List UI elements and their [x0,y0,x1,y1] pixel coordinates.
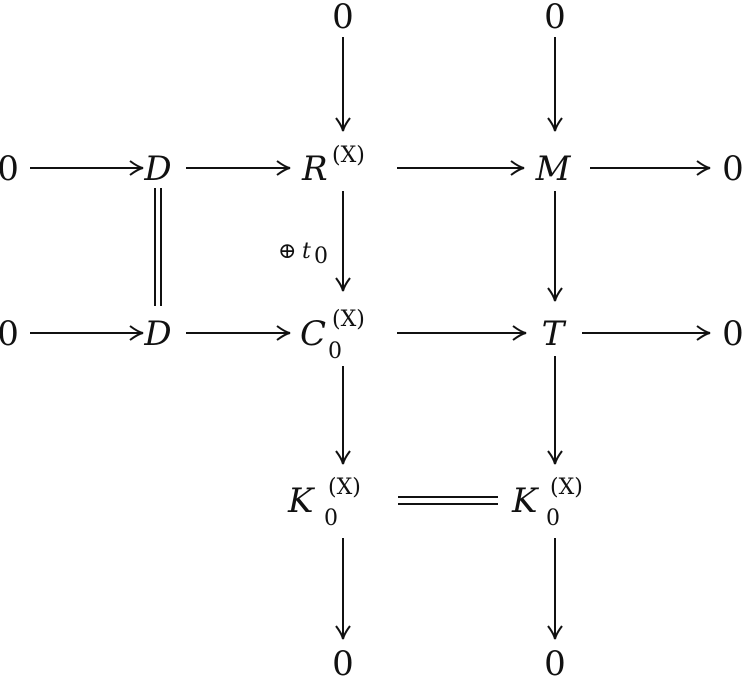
node-row1-zero-right: 0 [722,149,742,189]
node-row2-C-sub: 0 [328,339,342,364]
node-row3-K-left-sub: 0 [324,506,338,531]
node-top-zero-right: 0 [544,0,566,37]
edge-label-t: t [302,239,311,264]
node-top-zero-left: 0 [332,0,354,37]
node-row3-K-right-sup: (X) [550,475,583,500]
equality-D-D [154,188,162,306]
node-row2-D: D [143,314,171,354]
edge-label-op: ⊕ [278,239,296,264]
node-row1-R-sup: (X) [332,143,365,168]
node-row1-D: D [143,149,171,189]
node-row2-T: T [542,314,567,354]
node-row3-K-right: K [511,481,540,521]
equality-K-K [398,496,498,505]
node-row2-C-sup: (X) [332,307,365,332]
node-row2-zero-right: 0 [722,314,742,354]
node-bottom-zero-left: 0 [332,644,354,677]
node-row1-R: R [301,149,328,189]
node-row3-K-left: K [287,481,316,521]
edge-label-t-sub: 0 [314,244,328,269]
node-row1-M: M [535,149,572,189]
node-row2-C: C [300,314,326,354]
node-row3-K-right-sub: 0 [546,506,560,531]
node-row3-K-left-sup: (X) [328,475,361,500]
node-row2-zero-left: 0 [0,314,19,354]
node-row1-zero-left: 0 [0,149,19,189]
node-bottom-zero-right: 0 [544,644,566,677]
